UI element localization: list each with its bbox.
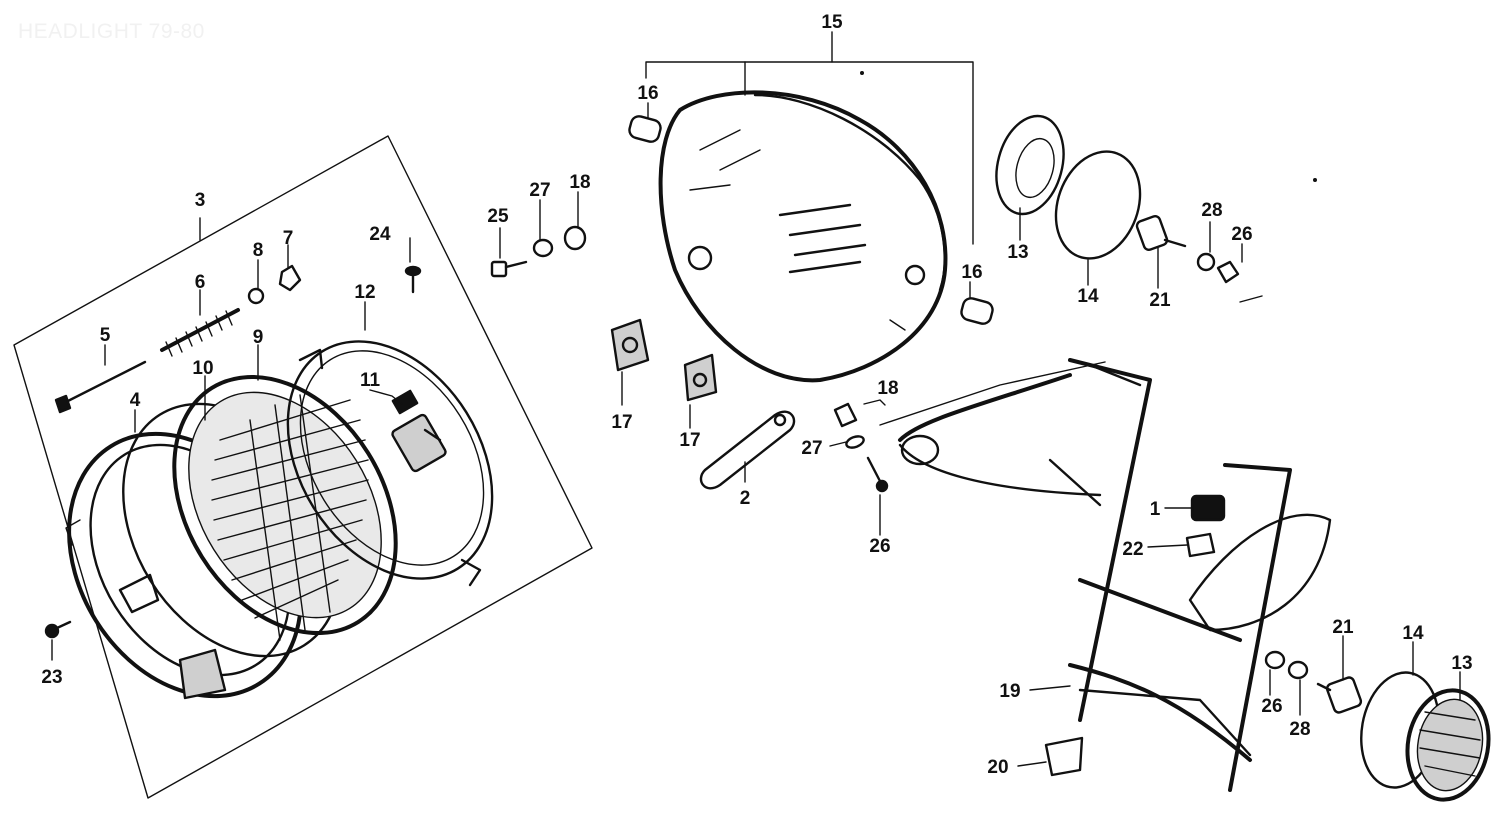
callout-8: 8 bbox=[253, 240, 264, 261]
callout-17a: 17 bbox=[611, 412, 632, 433]
callout-1: 1 bbox=[1150, 499, 1161, 520]
callout-16b: 16 bbox=[961, 262, 982, 283]
callout-13a: 13 bbox=[1007, 242, 1028, 263]
callout-21b: 21 bbox=[1332, 617, 1354, 638]
nut bbox=[247, 287, 265, 305]
callout-18a: 18 bbox=[569, 172, 590, 193]
callout-19: 19 bbox=[999, 681, 1020, 702]
grommet-22 bbox=[1185, 532, 1216, 558]
callout-23: 23 bbox=[41, 667, 62, 688]
leader-lines bbox=[51, 102, 1461, 767]
grommet-18b bbox=[833, 402, 858, 428]
nut-26-lower bbox=[1264, 650, 1286, 670]
callout-15: 15 bbox=[821, 12, 843, 33]
grommet-18 bbox=[563, 225, 587, 251]
callout-6: 6 bbox=[195, 272, 206, 293]
callout-27b: 27 bbox=[801, 438, 822, 459]
diagram-title: HEADLIGHT 79-80 bbox=[18, 20, 205, 43]
callout-16a: 16 bbox=[637, 83, 658, 104]
bolt-25 bbox=[490, 260, 508, 278]
sealed-beam-unit bbox=[172, 374, 398, 641]
clip-17-right bbox=[683, 353, 718, 402]
callout-24: 24 bbox=[369, 224, 391, 245]
grommet-20 bbox=[1044, 736, 1084, 777]
callout-25: 25 bbox=[487, 206, 509, 227]
upper-hardware bbox=[490, 225, 587, 278]
rim-screw bbox=[44, 620, 72, 639]
callout-17b: 17 bbox=[679, 430, 700, 451]
print-dot bbox=[860, 71, 864, 75]
adjusting-screw bbox=[54, 360, 147, 414]
callout-21a: 21 bbox=[1149, 290, 1171, 311]
callout-28a: 28 bbox=[1201, 200, 1222, 221]
callout-5: 5 bbox=[100, 325, 111, 346]
callout-11: 11 bbox=[360, 370, 381, 391]
grommet-16-top bbox=[628, 115, 662, 143]
housing-14-upper bbox=[1054, 150, 1142, 260]
headlight-unit-group bbox=[13, 135, 593, 799]
callout-26b: 26 bbox=[1231, 224, 1252, 245]
bulb-connector bbox=[391, 389, 447, 473]
callout-7: 7 bbox=[283, 228, 294, 249]
collar-27 bbox=[532, 238, 554, 258]
callout-10: 10 bbox=[192, 358, 213, 379]
callout-27a: 27 bbox=[529, 180, 550, 201]
print-dot bbox=[1313, 178, 1317, 182]
callout-26a: 26 bbox=[869, 536, 890, 557]
group-outline bbox=[13, 135, 593, 799]
callout-3: 3 bbox=[195, 190, 206, 211]
callout-28b: 28 bbox=[1289, 719, 1310, 740]
callout-26c: 26 bbox=[1261, 696, 1282, 717]
callout-9: 9 bbox=[253, 327, 264, 348]
lens-13-upper bbox=[995, 114, 1065, 216]
callout-12: 12 bbox=[354, 282, 375, 303]
socket-21-upper bbox=[1135, 215, 1187, 251]
socket-21-lower bbox=[1316, 676, 1363, 714]
leader-15-bracket bbox=[645, 61, 974, 245]
turn-signal-lower bbox=[1264, 650, 1491, 802]
grommet-16-right bbox=[960, 297, 994, 325]
headlight-bracket bbox=[898, 358, 1332, 792]
callout-18b: 18 bbox=[877, 378, 898, 399]
nut-26-upper bbox=[1216, 260, 1240, 284]
leader-26-tail bbox=[1239, 295, 1263, 303]
clip-17-left bbox=[610, 318, 650, 372]
callout-22: 22 bbox=[1122, 539, 1143, 560]
callout-2: 2 bbox=[740, 488, 751, 509]
callout-14a: 14 bbox=[1077, 286, 1099, 307]
turn-signal-upper bbox=[995, 114, 1263, 303]
spring bbox=[160, 308, 240, 357]
lens-13-lower bbox=[1405, 688, 1491, 802]
washer-28-upper bbox=[1196, 252, 1216, 272]
collar-27b bbox=[845, 435, 865, 449]
bolt-26-center bbox=[866, 456, 889, 493]
callout-14b: 14 bbox=[1402, 623, 1424, 644]
mounting-bolt-24 bbox=[404, 265, 422, 294]
washer-28-lower bbox=[1287, 660, 1309, 680]
link-plate bbox=[699, 410, 796, 490]
headlight-case bbox=[658, 90, 948, 383]
mounting-ring bbox=[286, 340, 494, 587]
callout-13b: 13 bbox=[1451, 653, 1472, 674]
callout-20: 20 bbox=[987, 757, 1008, 778]
callout-numbers: 3 5 4 6 8 7 9 10 12 11 24 23 25 27 18 15… bbox=[41, 12, 1472, 778]
washer bbox=[278, 264, 302, 292]
callout-4: 4 bbox=[130, 390, 141, 411]
connector-1 bbox=[1190, 494, 1226, 522]
